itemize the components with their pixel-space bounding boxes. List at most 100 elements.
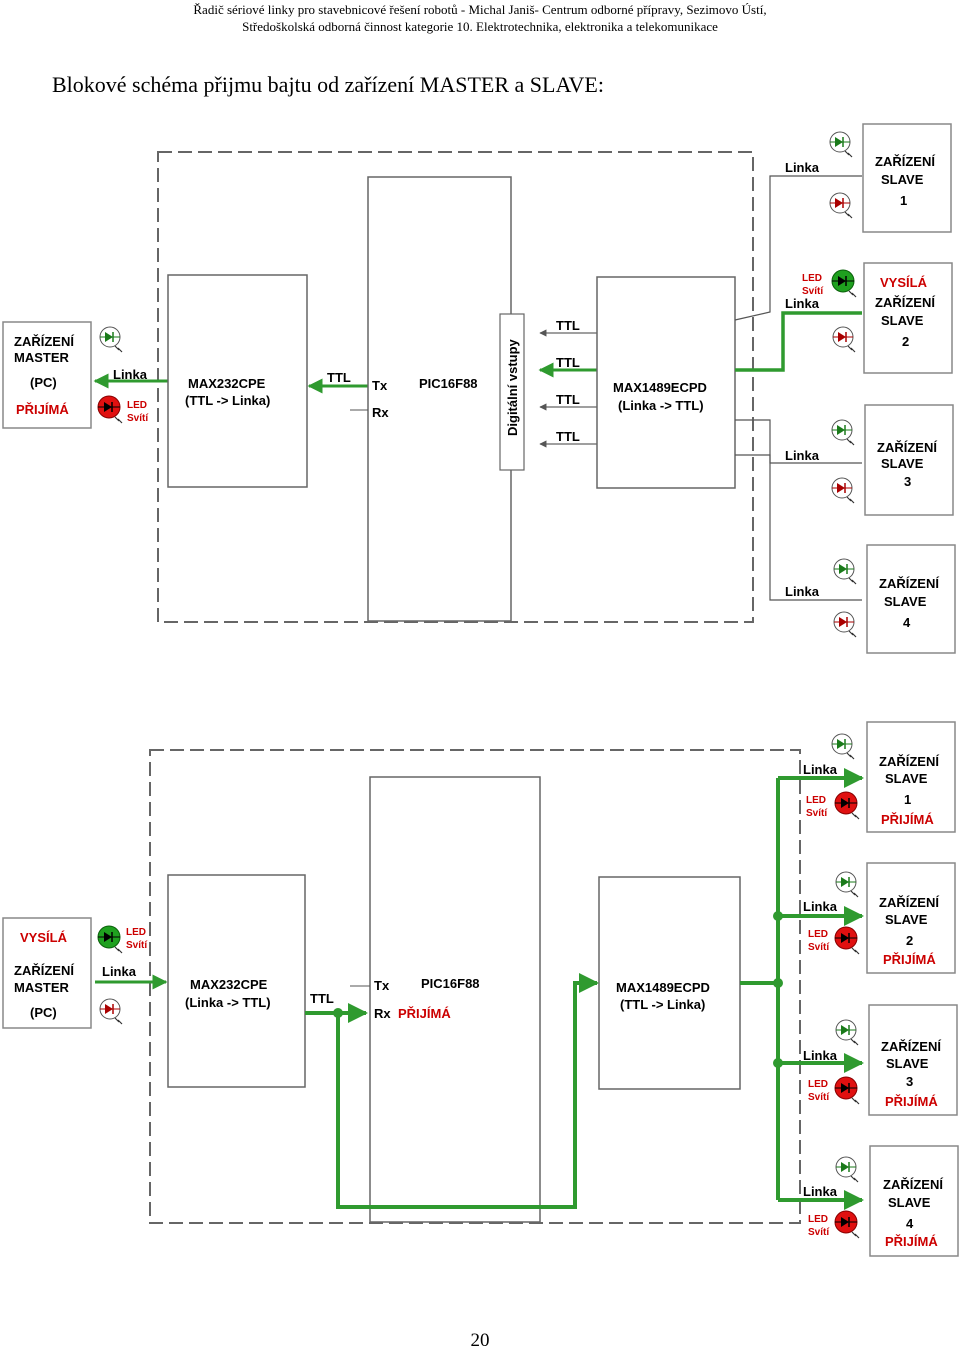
led-red-on-icon [834, 926, 860, 955]
master-device-box [2, 917, 92, 1029]
master-label-2: MASTER [14, 980, 70, 995]
header-line-1: Řadič sériové linky pro stavebnicové řeš… [193, 2, 767, 17]
tx-label: Tx [372, 378, 388, 393]
linka-label: Linka [785, 448, 820, 463]
slave-4-label-2: SLAVE [884, 594, 927, 609]
led-red-on-icon [834, 1210, 860, 1239]
slave-2-box [866, 862, 956, 974]
led-label: LED [806, 795, 826, 806]
header-line-2: Středoškolská odborná činnost kategorie … [242, 19, 718, 34]
led-label-2: Svítí [808, 942, 830, 953]
ttl-bus-lines [538, 329, 597, 448]
slave-3-label-1: ZAŘÍZENÍ [877, 440, 937, 455]
slave-3-label-2: SLAVE [881, 456, 924, 471]
max232-chip [167, 874, 306, 1088]
slave-3-box [864, 404, 954, 516]
slave-1-label-1: ZAŘÍZENÍ [879, 754, 939, 769]
max1489-chip [598, 876, 741, 1090]
slave-2-number: 2 [902, 334, 909, 349]
slave-4-label-1: ZAŘÍZENÍ [879, 576, 939, 591]
slave-2-number: 2 [906, 933, 913, 948]
slave-4-label-2: SLAVE [888, 1195, 931, 1210]
max1489-chip [596, 276, 736, 489]
slave-link-wires [734, 175, 862, 601]
led-label-2: Svítí [126, 940, 148, 951]
signal-path [305, 768, 864, 1210]
rx-status: PŘIJÍMÁ [398, 1006, 451, 1021]
ttl-label: TTL [310, 991, 334, 1006]
diagram-2: VYSÍLÁ ZAŘÍZENÍ MASTER (PC) LED Svítí Li… [2, 721, 959, 1257]
slave-3-status: PŘIJÍMÁ [885, 1094, 938, 1109]
linka-label: Linka [113, 367, 148, 382]
slave-4-box [866, 544, 956, 654]
master-label-1: ZAŘÍZENÍ [14, 334, 74, 349]
digital-inputs-box [499, 313, 525, 471]
slave-1-label-1: ZAŘÍZENÍ [875, 154, 935, 169]
slave-2-status: VYSÍLÁ [880, 275, 928, 290]
led-green-icon [835, 1156, 859, 1183]
slave-1-box [862, 123, 952, 233]
slave-4-status: PŘIJÍMÁ [885, 1234, 938, 1249]
max1489-name: MAX1489ECPD [616, 980, 710, 995]
led-label: LED [802, 273, 822, 284]
led-label: LED [127, 400, 147, 411]
linka-label: Linka [803, 762, 838, 777]
diagram-1: ZAŘÍZENÍ MASTER (PC) PŘIJÍMÁ LED Svítí L… [2, 123, 956, 654]
slave-2-label-2: SLAVE [885, 912, 928, 927]
led-green-icon [835, 871, 859, 898]
slave-1-number: 1 [900, 193, 907, 208]
led-green-on-icon [831, 269, 857, 298]
led-green-icon [99, 326, 123, 353]
led-red-on-icon [834, 1076, 860, 1105]
led-label-2: Svítí [127, 413, 149, 424]
max232-name: MAX232CPE [190, 977, 268, 992]
linka-label: Linka [803, 1184, 838, 1199]
led-red-on-icon [97, 395, 123, 424]
slave-4-number: 4 [906, 1216, 914, 1231]
max1489-name: MAX1489ECPD [613, 380, 707, 395]
board-boundary [157, 151, 754, 623]
slave-3-number: 3 [904, 474, 911, 489]
slave-2-box [863, 262, 953, 374]
max232-direction: (Linka -> TTL) [185, 995, 271, 1010]
slave-1-box [866, 721, 956, 833]
slave-3-label-1: ZAŘÍZENÍ [881, 1039, 941, 1054]
slave-2-status: PŘIJÍMÁ [883, 952, 936, 967]
led-red-icon [831, 477, 855, 504]
slave-4-label-1: ZAŘÍZENÍ [883, 1177, 943, 1192]
led-label-2: Svítí [806, 808, 828, 819]
max232-direction: (TTL -> Linka) [185, 393, 270, 408]
master-label-3: (PC) [30, 1005, 57, 1020]
led-label-2: Svítí [808, 1092, 830, 1103]
led-red-icon [829, 192, 853, 219]
ttl-label-1: TTL [556, 318, 580, 333]
led-red-icon [99, 998, 123, 1025]
led-label: LED [808, 1214, 828, 1225]
slave-2-label-1: ZAŘÍZENÍ [875, 295, 935, 310]
led-label: LED [126, 927, 146, 938]
slave-1-status: PŘIJÍMÁ [881, 812, 934, 827]
ttl-label-2: TTL [556, 355, 580, 370]
led-green-icon [833, 558, 857, 585]
linka-label: Linka [803, 899, 838, 914]
slave-4-number: 4 [903, 615, 911, 630]
ttl-label-3: TTL [556, 392, 580, 407]
slave-4-box [869, 1145, 959, 1257]
ttl-label: TTL [327, 370, 351, 385]
slave-3-box [868, 1004, 958, 1116]
pic-chip [367, 176, 512, 622]
slave-1-label-2: SLAVE [885, 771, 928, 786]
led-label: LED [808, 1079, 828, 1090]
rx-label: Rx [374, 1006, 391, 1021]
slave-3-number: 3 [906, 1074, 913, 1089]
led-green-icon [831, 419, 855, 446]
max232-chip [167, 274, 308, 488]
ttl-label-4: TTL [556, 429, 580, 444]
master-device-box [2, 321, 92, 429]
slave-2-label-2: SLAVE [881, 313, 924, 328]
led-red-icon [832, 326, 856, 353]
master-status: VYSÍLÁ [20, 930, 68, 945]
led-green-icon [831, 733, 855, 760]
page-number: 20 [470, 1330, 490, 1351]
